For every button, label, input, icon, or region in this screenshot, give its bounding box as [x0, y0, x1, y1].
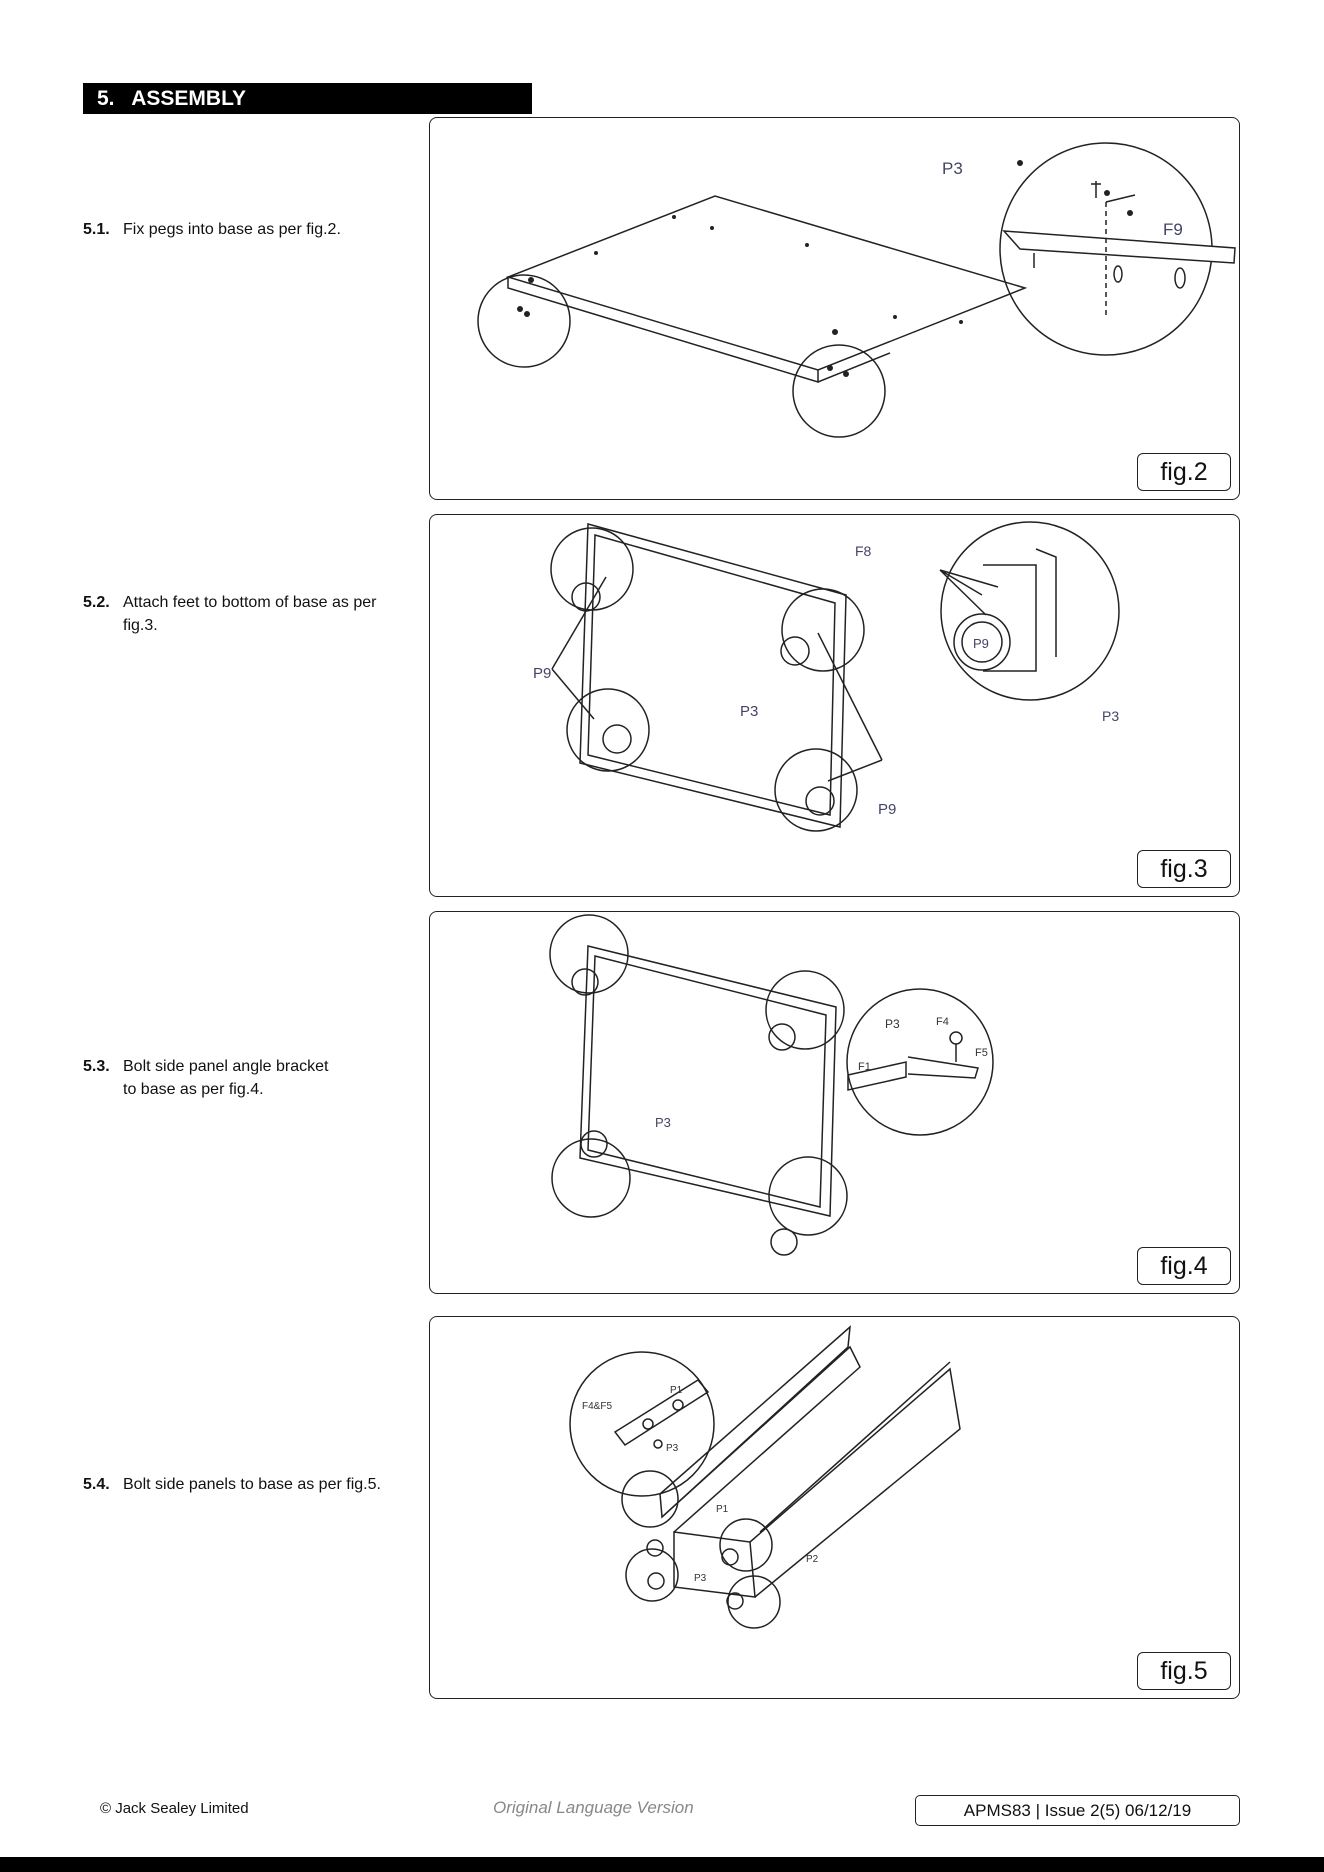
part-label-p9-detail: P9 [973, 636, 989, 651]
step-text-continued: fig.3. [123, 617, 158, 634]
figure-2-panel: P3 F9 fig.2 [429, 117, 1240, 500]
figure-2-label: fig.2 [1137, 453, 1231, 491]
step-text: Bolt side panels to base as per fig.5. [123, 1476, 381, 1493]
part-label-f5: F5 [975, 1047, 988, 1059]
part-label-p9: P9 [533, 665, 551, 682]
part-label-p3: P3 [740, 703, 758, 720]
figure-4-illustration: P3 P3 F4 F5 F1 [549, 914, 994, 1256]
bottom-bar [0, 1857, 1324, 1872]
part-label-f4: F4 [936, 1016, 949, 1028]
section-number: 5. [97, 87, 115, 110]
part-label-p3-detail: P3 [666, 1443, 679, 1454]
step-text: Attach feet to bottom of base as per [123, 594, 377, 611]
figure-5-label: fig.5 [1137, 1652, 1231, 1690]
part-label-p2: P2 [806, 1554, 819, 1565]
step-number: 5.3. [83, 1058, 110, 1075]
part-label-p3: P3 [942, 159, 963, 178]
figure-3-label: fig.3 [1137, 850, 1231, 888]
part-label-p1: P1 [716, 1504, 729, 1515]
step-5-1: 5.1. Fix pegs into base as per fig.2. [83, 218, 341, 241]
step-5-2: 5.2. Attach feet to bottom of base as per… [83, 591, 376, 637]
footer-language: Original Language Version [493, 1798, 694, 1817]
figure-4-panel: P3 P3 F4 F5 F1 fig.4 [429, 911, 1240, 1294]
step-5-3: 5.3. Bolt side panel angle bracket to bas… [83, 1055, 328, 1101]
part-label-p9-right: P9 [878, 801, 896, 818]
figure-2-illustration: P3 F9 [477, 142, 1236, 438]
part-label-p1-detail: P1 [670, 1385, 683, 1396]
step-text-continued: to base as per fig.4. [123, 1081, 264, 1098]
step-number: 5.2. [83, 594, 110, 611]
footer-doc-ref: APMS83 | Issue 2(5) 06/12/19 [915, 1795, 1240, 1826]
part-label-f9: F9 [1163, 220, 1183, 239]
part-label-f1: F1 [858, 1061, 871, 1073]
part-label-p3-detail: P3 [1102, 708, 1119, 724]
part-label-p3: P3 [655, 1115, 671, 1130]
footer-copyright: © Jack Sealey Limited [100, 1800, 249, 1817]
figure-3-illustration: F8 P9 P3 P9 P3 P9 [533, 521, 1120, 832]
step-text: Bolt side panel angle bracket [123, 1058, 329, 1075]
section-header: 5. ASSEMBLY [83, 83, 532, 114]
step-5-4: 5.4. Bolt side panels to base as per fig.… [83, 1473, 381, 1496]
figure-4-label: fig.4 [1137, 1247, 1231, 1285]
part-label-p3-detail: P3 [885, 1017, 900, 1031]
section-title: ASSEMBLY [131, 87, 247, 110]
figure-3-panel: F8 P9 P3 P9 P3 P9 fig.3 [429, 514, 1240, 897]
figure-5-illustration: F4&F5 P1 P3 P1 P2 P3 [569, 1325, 961, 1629]
part-label-p3: P3 [694, 1573, 707, 1584]
step-number: 5.4. [83, 1476, 110, 1493]
part-label-f8: F8 [855, 543, 872, 559]
figure-5-panel: F4&F5 P1 P3 P1 P2 P3 fig.5 [429, 1316, 1240, 1699]
step-text: Fix pegs into base as per fig.2. [123, 221, 341, 238]
part-label-f4-f5: F4&F5 [582, 1401, 612, 1412]
step-number: 5.1. [83, 221, 110, 238]
